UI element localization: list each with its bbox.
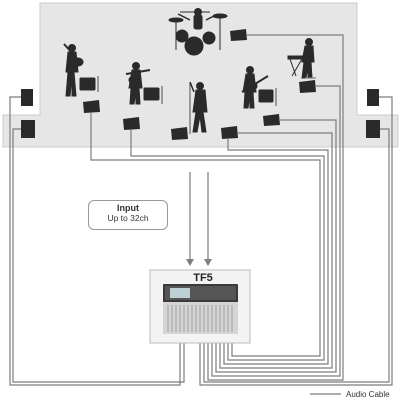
- input-channel-count: Up to 32ch: [107, 213, 149, 223]
- guitarist-left-silhouette: [63, 43, 84, 97]
- bassist-silhouette: [125, 62, 151, 105]
- mixer-model-label: TF5: [193, 272, 213, 284]
- stage-area: [2, 2, 399, 148]
- input-arrows: [186, 259, 212, 266]
- audio-cables: [9, 34, 393, 386]
- legend-cable-label: Audio Cable: [346, 390, 390, 399]
- input-callout: Input Up to 32ch: [88, 200, 168, 230]
- input-title: Input: [117, 203, 139, 213]
- keyboardist-silhouette: [287, 38, 315, 79]
- main-speakers: [21, 89, 380, 138]
- vocalist-silhouette: [189, 81, 208, 134]
- monitor-wedges: [83, 29, 316, 140]
- drummer-silhouette: [168, 8, 228, 56]
- mixer-console: [149, 269, 251, 344]
- stage-amps: [79, 76, 277, 106]
- guitarist-right-silhouette: [241, 66, 269, 109]
